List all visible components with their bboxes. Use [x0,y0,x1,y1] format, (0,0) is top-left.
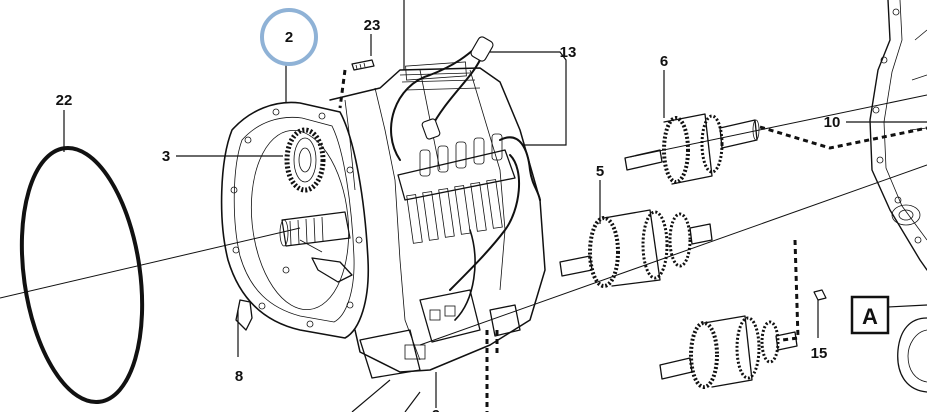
highlight-circle [260,8,318,66]
connector-plugs [419,133,503,177]
callout-5: 5 [596,163,604,180]
view-marker-a-label: A [862,304,878,329]
callout-23: 23 [364,17,381,34]
rear-cover-part-10 [869,0,927,271]
callout-3: 3 [162,148,170,165]
pin-part-15 [813,289,827,301]
callout-8: 8 [235,368,243,385]
bolt-part-23 [351,59,375,71]
bearing-housing-detail [897,317,927,393]
callout-9: 9 [432,407,440,412]
callout-15: 15 [811,345,828,362]
lower-shaft-assembly [659,315,798,389]
callout-13: 13 [560,44,577,61]
callout-22: 22 [56,92,73,109]
callout-10: 10 [824,114,841,131]
valve-block-wiring [390,36,541,321]
leader-lines [63,0,927,412]
callout-6: 6 [660,53,668,70]
gear-shaft-part-6 [624,113,760,185]
assembly-axis-lines [0,94,927,346]
assembly-dashed-lines [338,69,927,412]
view-marker-a: A [850,295,890,335]
gearbox-housing [220,61,546,373]
input-shaft [279,211,351,247]
callout-2: 2 [285,29,293,46]
o-ring-part [19,145,145,405]
gear-part-3 [284,127,326,193]
shaft-assembly-part-5 [559,209,713,288]
solenoid-valves [406,179,503,244]
lower-connector-block [359,289,521,379]
flange-bolt-holes [230,108,363,328]
